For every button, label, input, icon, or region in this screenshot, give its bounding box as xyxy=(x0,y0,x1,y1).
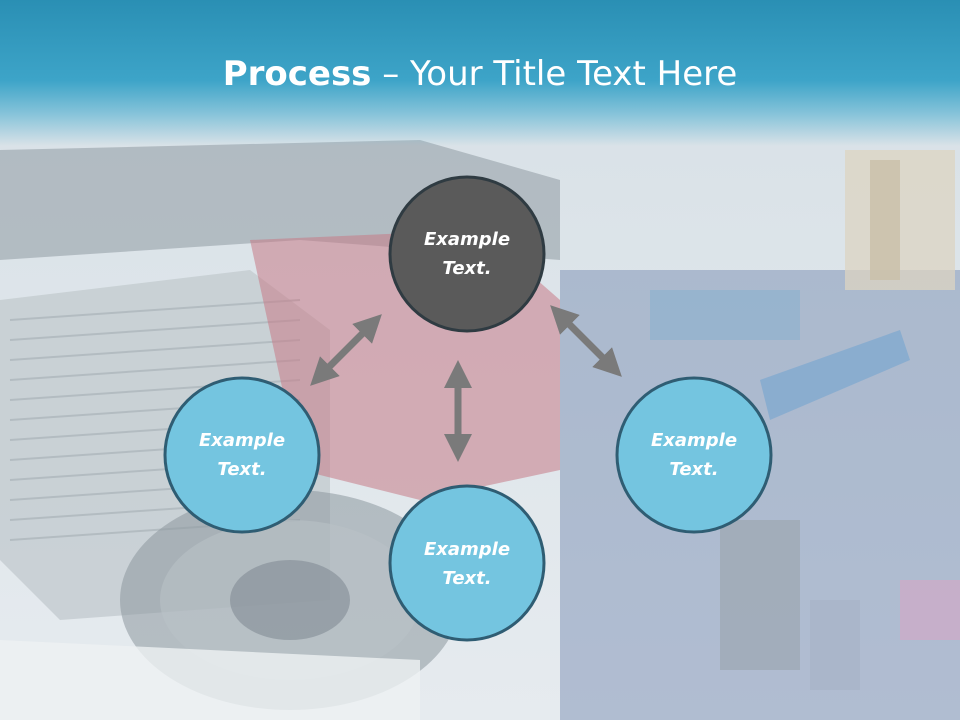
node-label-line1: Example xyxy=(650,430,738,451)
node-label-line2: Text. xyxy=(442,568,492,589)
node-label-line1: Example xyxy=(423,229,511,250)
slide-title: Process – Your Title Text Here xyxy=(0,50,960,98)
process-node-top xyxy=(388,175,546,333)
title-rest: – Your Title Text Here xyxy=(371,54,738,94)
node-label-line2: Text. xyxy=(217,459,267,480)
arrow-top-right xyxy=(550,305,622,377)
node-label-line1: Example xyxy=(198,430,286,451)
node-label-line1: Example xyxy=(423,539,511,560)
title-bold: Process xyxy=(222,54,372,94)
node-label-left: Example Text. xyxy=(162,426,322,484)
node-label-line2: Text. xyxy=(669,459,719,480)
process-node-right xyxy=(615,376,773,534)
node-label-top: Example Text. xyxy=(387,225,547,283)
process-node-left xyxy=(163,376,321,534)
node-label-right: Example Text. xyxy=(614,426,774,484)
arrow-top-left xyxy=(310,314,382,386)
node-label-bottom: Example Text. xyxy=(387,535,547,593)
process-node-bottom xyxy=(388,484,546,642)
node-label-line2: Text. xyxy=(442,258,492,279)
header-band xyxy=(0,0,960,146)
